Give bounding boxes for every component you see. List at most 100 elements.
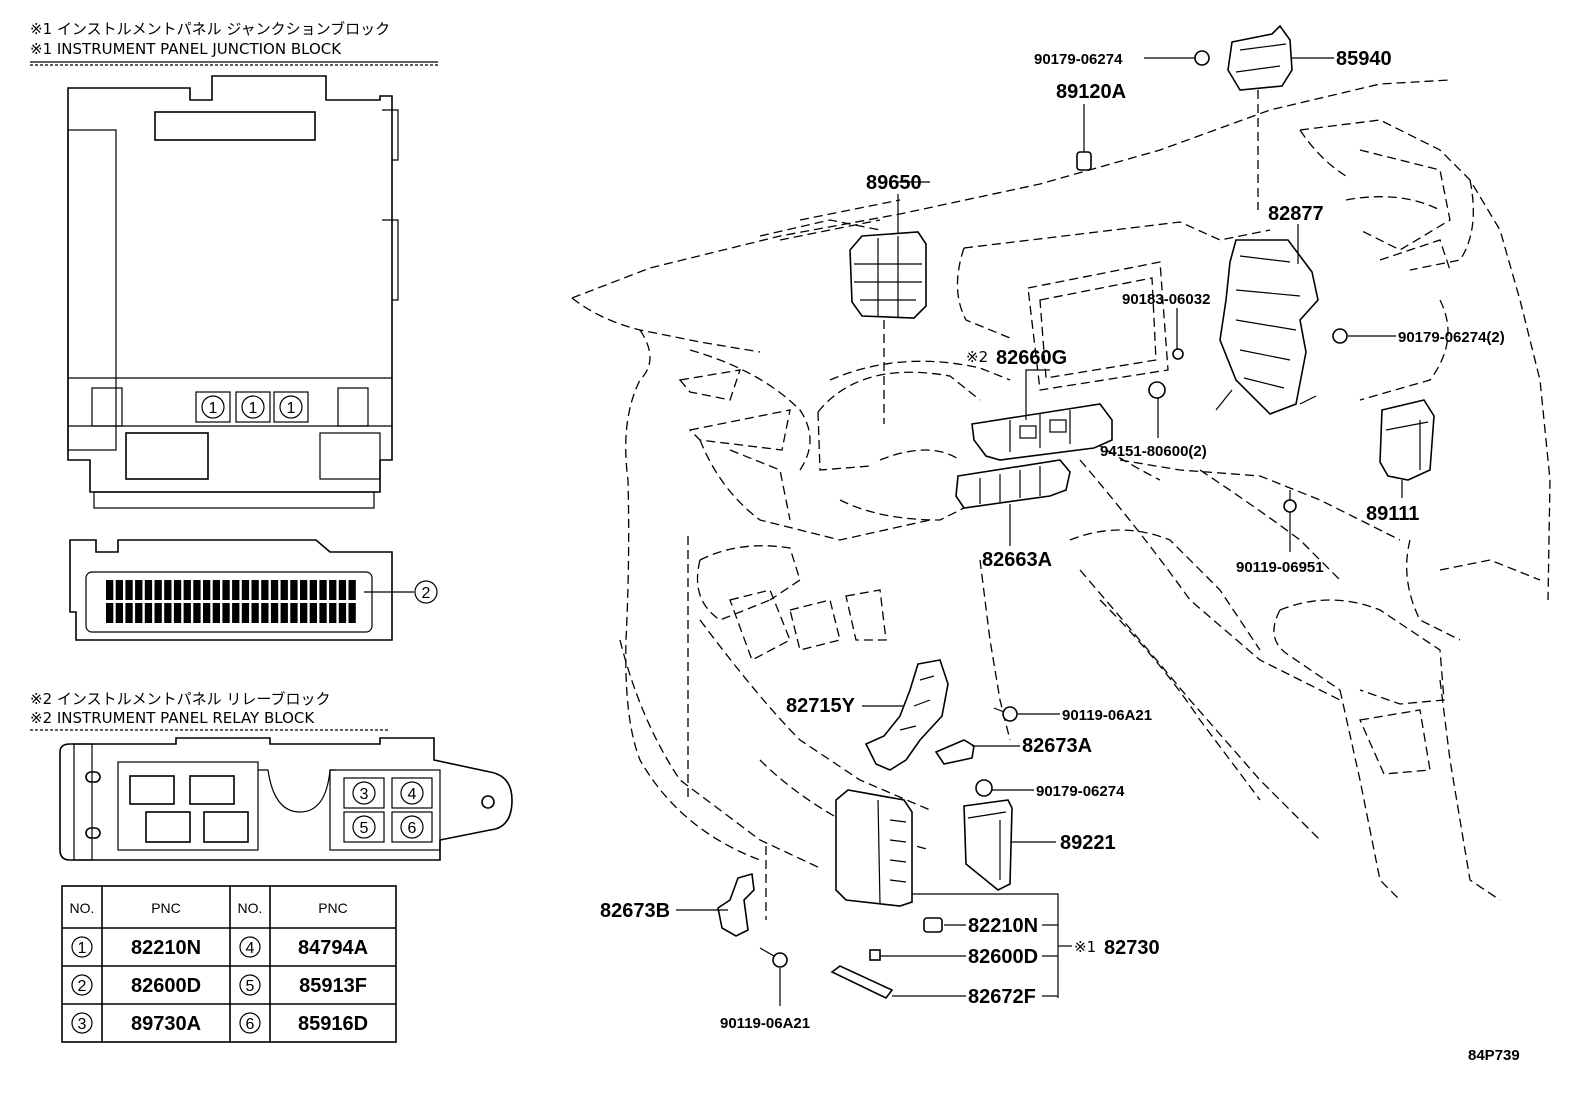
relay-block-title-en: ※2 INSTRUMENT PANEL RELAY BLOCK <box>30 709 315 727</box>
pin-cell <box>319 580 327 600</box>
pin-cell <box>300 580 308 600</box>
svg-text:2: 2 <box>422 585 431 602</box>
svg-text:1: 1 <box>209 400 218 417</box>
pin-cell <box>329 580 337 600</box>
clip-90183-06032 <box>1172 348 1184 360</box>
pin-cell <box>232 580 240 600</box>
module-89650 <box>849 231 927 319</box>
pin-cell <box>125 580 133 600</box>
nut-90179-06274-2 <box>1332 328 1348 344</box>
pin-cell <box>164 603 172 623</box>
table-header-no-1: NO. <box>70 900 95 916</box>
bolt-90119-06A21-a <box>993 706 1018 722</box>
marker-circle-1b: 1 <box>241 395 265 419</box>
pin-cell <box>241 580 250 600</box>
table-cell-pnc: 82210N <box>131 937 201 959</box>
pin-cell <box>232 603 240 623</box>
pin-cell <box>144 603 153 623</box>
pin-cell <box>212 580 220 600</box>
pin-cell <box>115 603 123 623</box>
pin-cell <box>135 603 143 623</box>
svg-text:6: 6 <box>408 820 417 837</box>
pin-cell <box>261 603 269 623</box>
callout-82210N: 82210N <box>968 915 1038 937</box>
pin-cell <box>280 603 288 623</box>
table-cell-no: 3 <box>78 1016 87 1033</box>
module-89221 <box>963 799 1013 891</box>
leader-lines <box>676 57 1403 1006</box>
pin-cell <box>154 580 162 600</box>
pin-cell <box>173 603 182 623</box>
pin-cell <box>270 603 279 623</box>
callout-90179-06274-2: 90179-06274(2) <box>1398 329 1505 346</box>
pin-cell <box>270 580 279 600</box>
nut-94151-80600-2 <box>1148 381 1166 399</box>
table-cell-no: 1 <box>78 940 87 957</box>
table-cell-pnc: 82600D <box>131 975 201 997</box>
callout-85940: 85940 <box>1336 48 1392 70</box>
callout-89120A: 89120A <box>1056 81 1126 103</box>
part-82600D <box>869 949 881 961</box>
clip-89120A <box>1076 104 1092 171</box>
callout-82673A: 82673A <box>1022 735 1092 757</box>
relay-block-title-jp: ※2 インストルメントパネル リレーブロック <box>30 690 330 708</box>
bolt-90119-06951 <box>1283 490 1297 513</box>
pin-cell <box>290 580 298 600</box>
pin-cell <box>193 603 201 623</box>
callout-82730-mark: ※1 <box>1074 938 1096 956</box>
callout-82660G-mark: ※2 <box>966 348 988 366</box>
pin-cell <box>193 580 201 600</box>
pin-cell <box>135 580 143 600</box>
bolt-90179-06274-top <box>1194 50 1210 66</box>
table-header-pnc-1: PNC <box>151 900 181 916</box>
callout-90183-06032: 90183-06032 <box>1122 291 1210 308</box>
junction-block-title-jp: ※1 インストルメントパネル ジャンクションブロック <box>30 20 390 38</box>
table-header-no-2: NO. <box>238 900 263 916</box>
relay-block-82663A <box>955 459 1071 509</box>
relay-block-82660G <box>971 403 1113 461</box>
callout-90119-06951: 90119-06951 <box>1236 559 1324 576</box>
pin-cell <box>300 603 308 623</box>
svg-text:3: 3 <box>360 786 369 803</box>
figure-id: 84P739 <box>1468 1047 1520 1064</box>
pin-cell <box>125 603 133 623</box>
pin-cell <box>203 580 211 600</box>
pin-cell <box>154 603 162 623</box>
table-cell-pnc: 84794A <box>298 937 368 959</box>
pin-cell <box>319 603 327 623</box>
callout-82600D: 82600D <box>968 946 1038 968</box>
pin-cell <box>329 603 337 623</box>
junction-block-illustration <box>67 75 399 509</box>
table-cell-no: 5 <box>246 978 255 995</box>
bracket-82715Y <box>864 659 949 771</box>
table-row: 2 82600D 5 85913F <box>71 974 367 997</box>
marker-circle-1a: 1 <box>201 395 225 419</box>
pin-cell <box>251 580 259 600</box>
pin-cell <box>280 580 288 600</box>
dashboard-outline <box>571 79 1551 920</box>
pin-cell <box>144 580 153 600</box>
marker-circle-4: 4 <box>400 781 424 805</box>
junction-block-connector-view <box>69 539 393 641</box>
marker-circle-2: 2 <box>414 580 438 604</box>
pin-cell <box>309 580 317 600</box>
table-cell-pnc: 89730A <box>131 1013 201 1035</box>
bracket-82673A <box>934 739 975 765</box>
module-85940 <box>1227 24 1293 91</box>
pin-cell <box>183 603 191 623</box>
pin-cell <box>106 580 114 600</box>
junction-block-82730 <box>835 789 913 907</box>
pin-cell <box>115 580 123 600</box>
table-cell-no: 4 <box>246 940 255 957</box>
table-row: 1 82210N 4 84794A <box>71 936 368 959</box>
svg-text:1: 1 <box>287 400 296 417</box>
callout-89650: 89650 <box>866 172 922 194</box>
table-header-pnc-2: PNC <box>318 900 348 916</box>
pin-cell <box>261 580 269 600</box>
pin-cell <box>164 580 172 600</box>
table-cell-no: 6 <box>246 1016 255 1033</box>
pin-cell <box>348 580 356 600</box>
svg-text:1: 1 <box>249 400 258 417</box>
pin-cell <box>241 603 250 623</box>
